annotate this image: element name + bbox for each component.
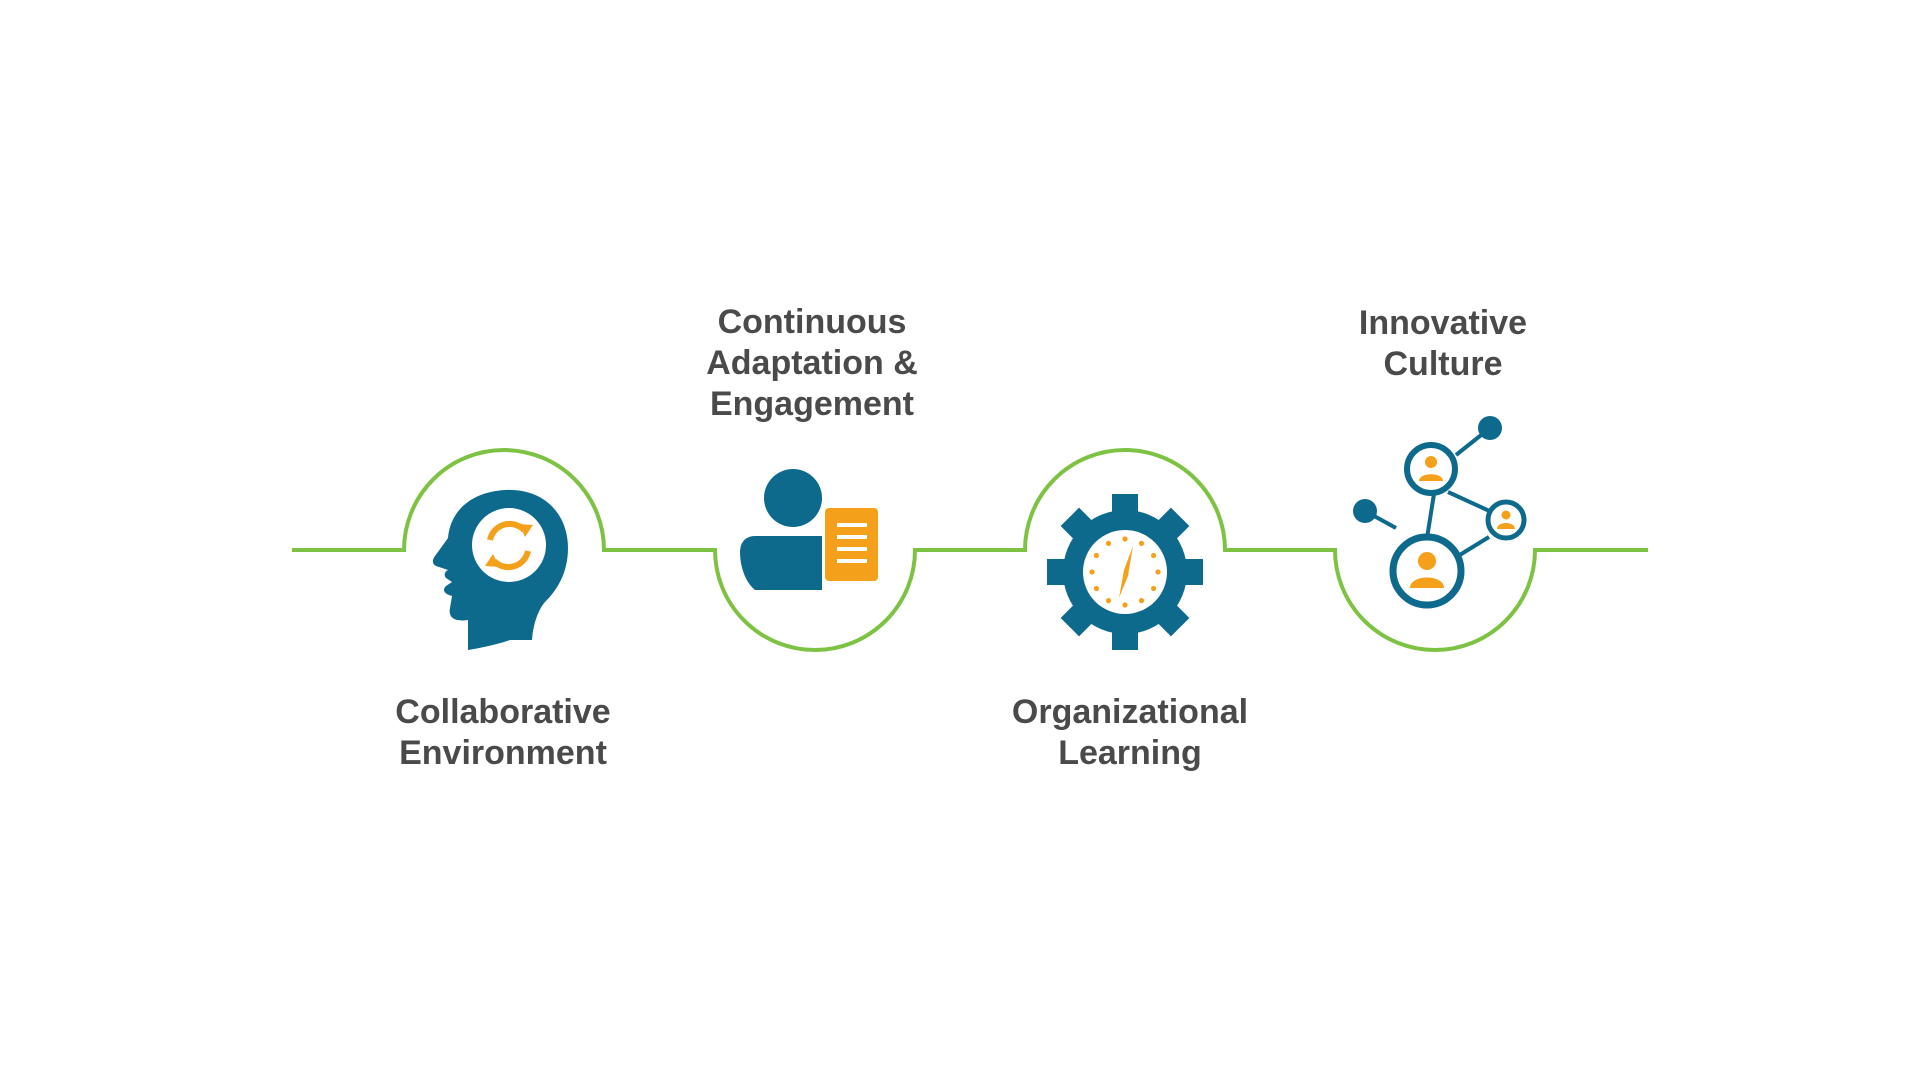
head-refresh-icon: [432, 489, 568, 650]
step-label-collaborative-environment: Collaborative Environment: [395, 693, 611, 772]
people-network-icon: [1353, 416, 1527, 609]
step-label-continuous-adaptation: Continuous Adaptation & Engagement: [706, 303, 918, 423]
connector-line: [292, 448, 1648, 652]
gear-clock-icon: [1047, 494, 1203, 650]
step-label-innovative-culture: Innovative Culture: [1358, 304, 1528, 383]
step-label-organizational-learning: Organizational Learning: [1011, 693, 1249, 772]
person-document-icon: [740, 469, 878, 590]
